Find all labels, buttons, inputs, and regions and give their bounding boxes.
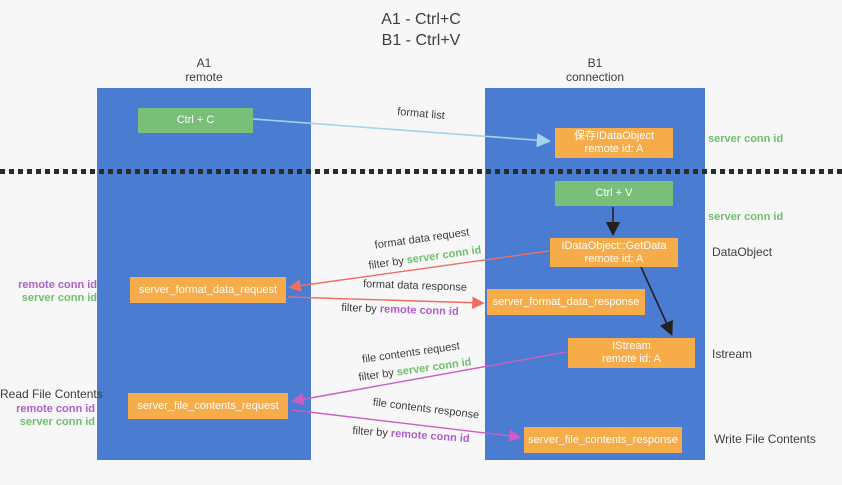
node-server-file-contents-response-label: server_file_contents_response: [528, 433, 678, 446]
file-contents-response-filter-label: filter by remote conn id: [346, 424, 477, 445]
filter-by-text: filter by: [367, 254, 408, 272]
server-conn-id-annotation-mid: server conn id: [708, 211, 784, 223]
lane-header-a1: A1 remote: [97, 56, 311, 84]
node-ctrl-c: Ctrl + C: [138, 108, 253, 133]
istream-annotation: Istream: [712, 347, 753, 361]
lane-a1-subtitle: remote: [185, 70, 223, 84]
node-save-idataobject-line1: 保存IDataObject: [573, 130, 655, 142]
file-contents-response-label: file contents response: [372, 396, 480, 422]
node-server-file-contents-response: server_file_contents_response: [524, 427, 682, 453]
node-server-format-data-response: server_format_data_response: [487, 289, 645, 315]
lane-a1-name: A1: [196, 56, 212, 70]
node-server-file-contents-request-label: server_file_contents_request: [137, 399, 279, 412]
node-save-idataobject: 保存IDataObject remote id: A: [555, 128, 673, 158]
node-ctrl-v: Ctrl + V: [555, 181, 673, 206]
server-conn-id-text: server conn id: [405, 244, 483, 267]
lane-b1-name: B1: [587, 56, 603, 70]
remote-conn-id-text: remote conn id: [16, 403, 95, 415]
node-istream-line1: IStream: [612, 340, 651, 352]
format-list-label: format list: [396, 105, 446, 123]
lane-header-b1: B1 connection: [485, 56, 705, 84]
server-conn-id-text: server conn id: [21, 292, 97, 304]
write-file-contents-annotation: Write File Contents: [714, 432, 816, 446]
node-server-format-data-response-label: server_format_data_response: [492, 295, 640, 308]
file-request-side-annotation: Read File Contents remote conn id server…: [0, 387, 103, 429]
server-conn-id-text: server conn id: [19, 416, 95, 428]
node-server-format-data-request: server_format_data_request: [130, 277, 286, 303]
node-server-format-data-request-label: server_format_data_request: [138, 283, 278, 296]
lane-b1-subtitle: connection: [565, 70, 625, 84]
remote-conn-id-text: remote conn id: [390, 427, 470, 446]
node-ctrl-c-label: Ctrl + C: [176, 114, 215, 126]
read-file-contents-text: Read File Contents: [0, 387, 103, 401]
filter-by-text: filter by: [357, 366, 398, 384]
filter-by-text: filter by: [352, 424, 392, 440]
format-request-side-annotation: remote conn id server conn id: [0, 279, 97, 305]
node-save-idataobject-line2: remote id: A: [584, 143, 644, 155]
machine-boundary-dotted-line: [0, 169, 842, 174]
node-ctrl-v-label: Ctrl + V: [595, 187, 633, 199]
diagram-title: A1 - Ctrl+C B1 - Ctrl+V: [0, 9, 842, 51]
node-idataobject-getdata-line2: remote id: A: [584, 252, 644, 265]
node-idataobject-getdata: IDataObject::GetData remote id: A: [550, 238, 678, 267]
node-server-file-contents-request: server_file_contents_request: [128, 393, 288, 419]
remote-conn-id-text: remote conn id: [18, 279, 97, 291]
node-istream-line2: remote id: A: [602, 353, 661, 365]
format-data-response-arrow: [287, 296, 485, 309]
node-istream: IStream remote id: A: [568, 338, 695, 368]
title-line-1: A1 - Ctrl+C: [381, 11, 461, 28]
format-data-response-label: format data response: [362, 278, 468, 294]
remote-conn-id-text: remote conn id: [379, 303, 459, 319]
format-data-response-filter-label: filter by remote conn id: [335, 302, 465, 319]
dataobject-annotation: DataObject: [712, 245, 773, 259]
node-idataobject-getdata-line1: IDataObject::GetData: [561, 239, 667, 252]
title-line-2: B1 - Ctrl+V: [381, 32, 461, 49]
filter-by-text: filter by: [341, 301, 381, 316]
server-conn-id-annotation-top: server conn id: [708, 133, 784, 145]
